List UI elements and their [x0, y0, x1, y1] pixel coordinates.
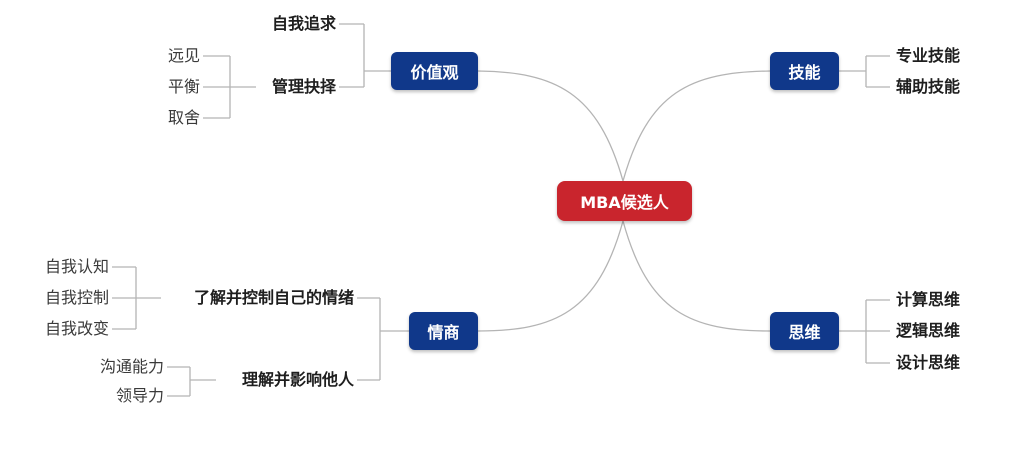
- topic-self-pursuit[interactable]: 自我追求: [271, 14, 336, 33]
- link-skills-bracket: [839, 55, 890, 88]
- topic-understand-control-emotions[interactable]: 了解并控制自己的情绪: [193, 288, 354, 307]
- subtopic-communication[interactable]: 沟通能力: [99, 357, 164, 376]
- link-center-skills: [622, 70, 771, 182]
- center-node-label: MBA候选人: [580, 193, 669, 212]
- link-management-bracket: [203, 55, 256, 119]
- subtopic-self-change[interactable]: 自我改变: [44, 319, 109, 338]
- topic-computational-thinking[interactable]: 计算思维: [896, 290, 961, 309]
- subtopic-self-control[interactable]: 自我控制: [44, 288, 109, 307]
- subtopic-tradeoff[interactable]: 取舍: [167, 108, 200, 127]
- topic-professional-skills[interactable]: 专业技能: [896, 46, 961, 65]
- link-self-bracket: [112, 266, 161, 330]
- link-thinking-bracket: [839, 299, 890, 364]
- topic-understand-influence-others[interactable]: 理解并影响他人: [241, 370, 354, 389]
- link-values-bracket: [339, 23, 391, 88]
- node-thinking[interactable]: 思维: [770, 312, 839, 350]
- subtopic-vision[interactable]: 远见: [167, 46, 200, 65]
- subtopic-self-awareness[interactable]: 自我认知: [44, 257, 109, 276]
- node-eq-label: 情商: [427, 323, 460, 342]
- link-eq-bracket: [357, 297, 409, 381]
- node-values[interactable]: 价值观: [391, 52, 478, 90]
- node-eq[interactable]: 情商: [409, 312, 478, 350]
- topic-auxiliary-skills[interactable]: 辅助技能: [896, 77, 961, 96]
- link-center-eq: [477, 220, 624, 332]
- subtopic-balance[interactable]: 平衡: [167, 77, 200, 96]
- subtopic-leadership[interactable]: 领导力: [115, 386, 164, 405]
- topic-design-thinking[interactable]: 设计思维: [896, 353, 961, 372]
- node-skills[interactable]: 技能: [770, 52, 839, 90]
- node-thinking-label: 思维: [788, 323, 821, 342]
- topic-logical-thinking[interactable]: 逻辑思维: [896, 321, 961, 340]
- link-others-bracket: [167, 366, 216, 397]
- link-center-values: [477, 70, 624, 182]
- node-skills-label: 技能: [788, 63, 821, 82]
- node-values-label: 价值观: [410, 63, 459, 82]
- link-center-thinking: [622, 220, 771, 332]
- topic-management-choice[interactable]: 管理抉择: [271, 77, 336, 96]
- center-node-mba-candidate[interactable]: MBA候选人: [557, 181, 692, 221]
